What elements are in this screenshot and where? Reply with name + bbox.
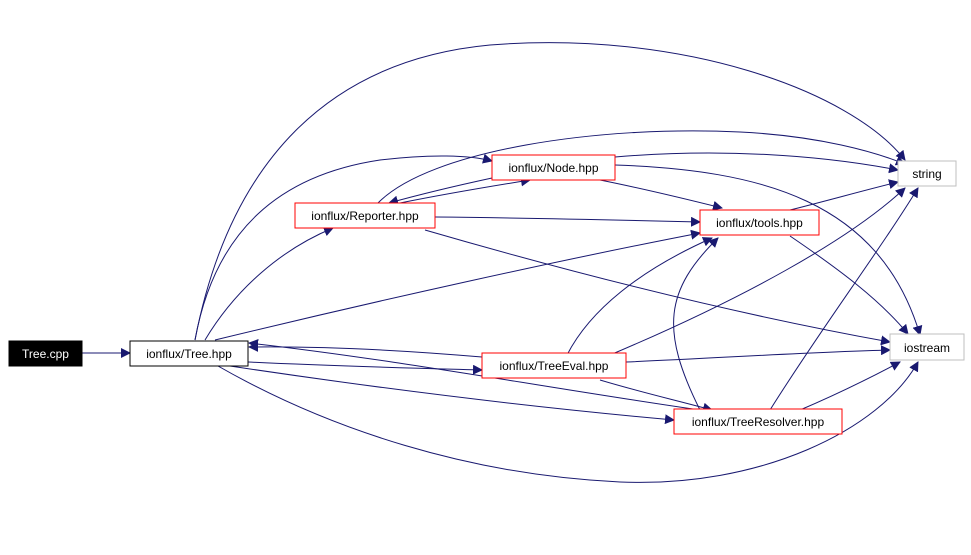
edge-treeeval-treehpp [248,341,483,358]
node-reporter-hpp[interactable]: ionflux/Reporter.hpp [294,202,436,229]
node-tree-cpp-label: Tree.cpp [22,347,69,361]
node-tools-hpp-label: ionflux/tools.hpp [716,216,803,230]
edge-treeresolver-iostream [799,361,901,411]
node-tree-hpp-box [129,340,249,367]
node-tree-hpp[interactable]: ionflux/Tree.hpp [129,340,249,367]
node-iostream-box [889,333,965,361]
edge-reporter-tools [434,216,701,227]
node-node-hpp-box [491,154,616,181]
node-string-label: string [912,167,941,181]
node-string-box [897,160,957,187]
node-tools-hpp-box [699,209,820,236]
node-string[interactable]: string [897,160,957,187]
edge-reporter-iostream [424,229,891,346]
edge-treehpp-iostream [217,361,919,483]
edge-treeeval-iostream [625,345,891,363]
edge-treeresolver-tools [673,237,719,411]
node-reporter-hpp-box [294,202,436,229]
edge-tools-iostream [789,235,909,335]
node-treeresolver-hpp-label: ionflux/TreeResolver.hpp [692,415,825,429]
node-node-hpp[interactable]: ionflux/Node.hpp [491,154,616,181]
node-treeresolver-hpp-box [673,408,843,435]
node-iostream[interactable]: iostream [889,333,965,361]
edge-treehpp-string [194,42,906,341]
edge-treeresolver-string [769,187,919,411]
edge-reporter-node [399,176,531,204]
edge-treeeval-treeresolver [599,379,713,413]
edge-treehpp-treeeval [247,361,483,375]
edge-treeeval-string [609,187,906,356]
node-treeresolver-hpp[interactable]: ionflux/TreeResolver.hpp [673,408,843,435]
node-tree-cpp[interactable]: Tree.cpp [8,340,83,367]
node-node-hpp-label: ionflux/Node.hpp [508,161,598,175]
edge-treeeval-tools [566,237,713,356]
node-tree-cpp-box [8,340,83,367]
edge-treehpp-node [194,153,493,341]
edge-treehpp-tools [214,229,701,341]
node-tools-hpp[interactable]: ionflux/tools.hpp [699,209,820,236]
edge-treeresolver-treehpp [248,339,701,411]
node-reporter-hpp-label: ionflux/Reporter.hpp [311,209,419,223]
node-treeeval-hpp[interactable]: ionflux/TreeEval.hpp [481,352,627,379]
edge-tools-string [789,179,899,211]
edge-node-string [614,152,899,174]
node-treeeval-hpp-box [481,352,627,379]
node-iostream-label: iostream [904,341,950,355]
edge-reporter-string [377,130,906,204]
node-tree-hpp-label: ionflux/Tree.hpp [146,347,232,361]
edge-node-reporter [388,177,493,206]
edge-treehpp-treeresolver [229,365,675,425]
edge-node-iostream [614,164,923,336]
edge-treehpp-reporter [204,226,334,341]
edge-node-tools [599,179,723,211]
node-treeeval-hpp-label: ionflux/TreeEval.hpp [500,359,609,373]
